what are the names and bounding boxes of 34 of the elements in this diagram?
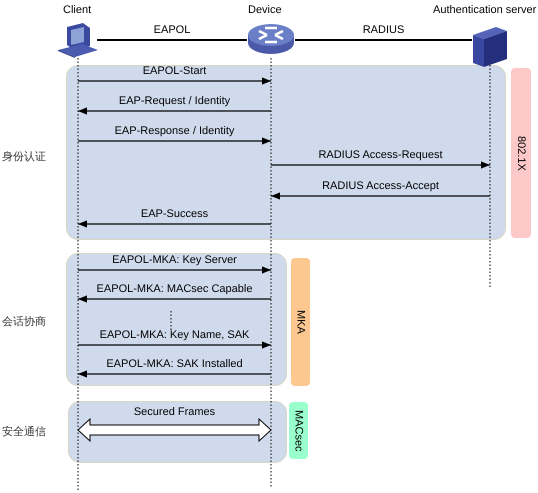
message-arrow <box>78 370 271 378</box>
participant-name: Authentication server <box>433 4 536 17</box>
protocol-tag: MACsec <box>289 402 308 459</box>
edge-label: RADIUS <box>362 24 404 37</box>
edge-label: EAP-Response / Identity <box>114 125 234 138</box>
phase-label: 安全通信 <box>2 426 46 439</box>
message-arrow <box>78 107 271 115</box>
message-arrow <box>78 266 271 274</box>
message-arrow <box>78 137 271 145</box>
edge-label: EAPOL-MKA: MACsec Capable <box>96 283 252 296</box>
phase-label: 会话协商 <box>2 316 46 329</box>
edge-label: RADIUS Access-Accept <box>322 180 439 193</box>
participant-name: Device <box>248 4 282 17</box>
phase-label: 身份认证 <box>2 151 46 164</box>
participant-name: Client <box>63 4 92 17</box>
protocol-tag: MKA <box>291 258 310 386</box>
edge-label: EAPOL-Start <box>142 65 206 78</box>
message-arrow <box>271 192 490 200</box>
edge-label: EAPOL-MKA: Key Server <box>112 254 237 267</box>
message-arrow <box>78 77 271 85</box>
edge-label: EAPOL-MKA: Key Name, SAK <box>100 329 250 342</box>
message-arrow <box>78 341 271 349</box>
edge-label: EAP-Request / Identity <box>118 95 230 108</box>
edge-label: RADIUS Access-Request <box>318 149 443 162</box>
message-arrow <box>78 295 271 303</box>
double-arrow <box>77 418 272 442</box>
link-line <box>295 39 472 41</box>
edge-label: EAPOL <box>154 24 190 37</box>
edge-label: EAP-Success <box>140 208 208 221</box>
message-arrow <box>271 161 490 169</box>
edge-label: Secured Frames <box>134 406 216 419</box>
link-line <box>97 39 247 41</box>
message-arrow <box>78 220 271 228</box>
edge-label: EAPOL-MKA: SAK Installed <box>106 358 243 371</box>
